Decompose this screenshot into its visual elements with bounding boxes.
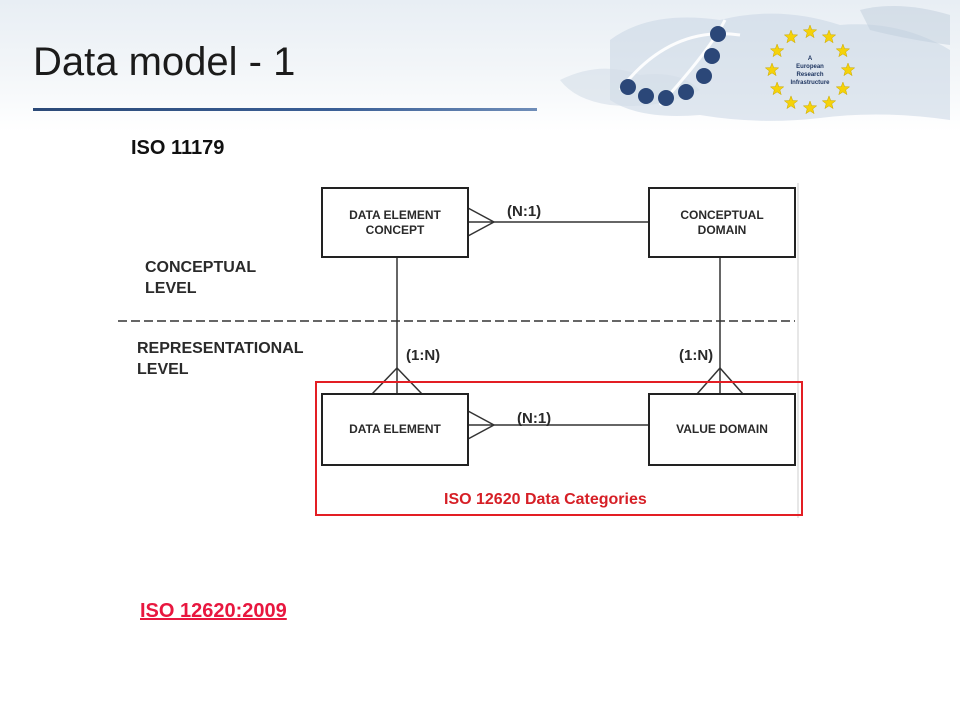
standard-heading: ISO 11179 (131, 137, 225, 159)
entity-data-element-concept: DATA ELEMENT CONCEPT (321, 187, 469, 258)
star-icon (840, 62, 856, 77)
entity-conceptual-domain: CONCEPTUAL DOMAIN (648, 187, 796, 258)
logo-text-line: Infrastructure (790, 80, 830, 86)
cardinality-bottom: (N:1) (517, 410, 552, 427)
iso-12620-group-label: ISO 12620 Data Categories (444, 491, 647, 508)
cardinality-right: (1:N) (679, 347, 714, 364)
research-infrastructure-logo: A European Research Infrastructure (618, 19, 856, 115)
star-icon (783, 29, 799, 44)
star-icon (769, 43, 785, 58)
star-icon (835, 81, 851, 96)
eu-stars-icon (764, 24, 856, 115)
slide-header: Data model - 1 A European Research Infra… (0, 0, 960, 132)
star-icon (802, 100, 818, 115)
entity-data-element: DATA ELEMENT (321, 393, 469, 466)
crows-foot-icon (467, 207, 495, 237)
crows-foot-icon (467, 410, 495, 440)
cardinality-top: (N:1) (507, 203, 542, 220)
star-icon (764, 62, 780, 77)
star-icon (821, 29, 837, 44)
cardinality-left: (1:N) (406, 347, 441, 364)
star-icon (802, 24, 818, 39)
star-icon (835, 43, 851, 58)
entity-value-domain: VALUE DOMAIN (648, 393, 796, 466)
star-icon (769, 81, 785, 96)
logo-text-line: European (796, 64, 824, 70)
slide-title: Data model - 1 (33, 40, 296, 84)
title-underline (33, 108, 537, 111)
star-icon (821, 95, 837, 110)
conceptual-level-label: CONCEPTUAL LEVEL (145, 259, 257, 297)
iso-12620-2009-link[interactable]: ISO 12620:2009 (140, 600, 287, 622)
circle-dots-icon (620, 26, 726, 106)
logo-text-line: A (808, 56, 813, 62)
star-icon (783, 95, 799, 110)
representational-level-label: REPRESENTATIONAL LEVEL (137, 340, 304, 378)
logo-text-line: Research (796, 72, 823, 78)
iso-12620-group-frame (315, 381, 803, 516)
